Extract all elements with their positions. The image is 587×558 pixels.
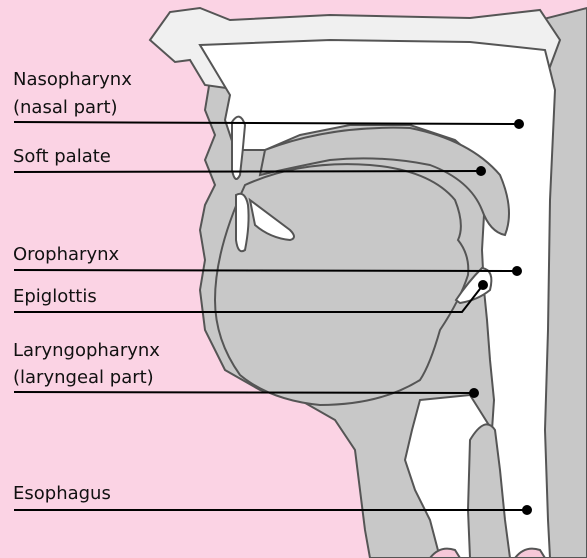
lower-tooth bbox=[236, 194, 249, 252]
leader-laryngopharynx bbox=[14, 392, 474, 393]
leader-dot-laryngopharynx bbox=[470, 389, 478, 397]
leader-dot-oropharynx bbox=[513, 267, 521, 275]
label-laryngopharynx: Laryngopharynx bbox=[13, 340, 160, 362]
label-oropharynx: Oropharynx bbox=[13, 244, 119, 266]
leader-oropharynx bbox=[14, 270, 517, 271]
leader-dot-soft-palate bbox=[477, 167, 485, 175]
label-nasopharynx-sub: (nasal part) bbox=[13, 97, 118, 119]
leader-soft-palate bbox=[14, 171, 481, 172]
leader-dot-nasopharynx bbox=[515, 120, 523, 128]
leader-dot-epiglottis bbox=[479, 281, 487, 289]
label-epiglottis: Epiglottis bbox=[13, 286, 97, 308]
label-esophagus: Esophagus bbox=[13, 483, 111, 505]
label-nasopharynx: Nasopharynx bbox=[13, 69, 132, 91]
leader-dot-esophagus bbox=[523, 506, 531, 514]
label-laryngopharynx-sub: (laryngeal part) bbox=[13, 367, 154, 389]
label-soft-palate: Soft palate bbox=[13, 146, 111, 168]
